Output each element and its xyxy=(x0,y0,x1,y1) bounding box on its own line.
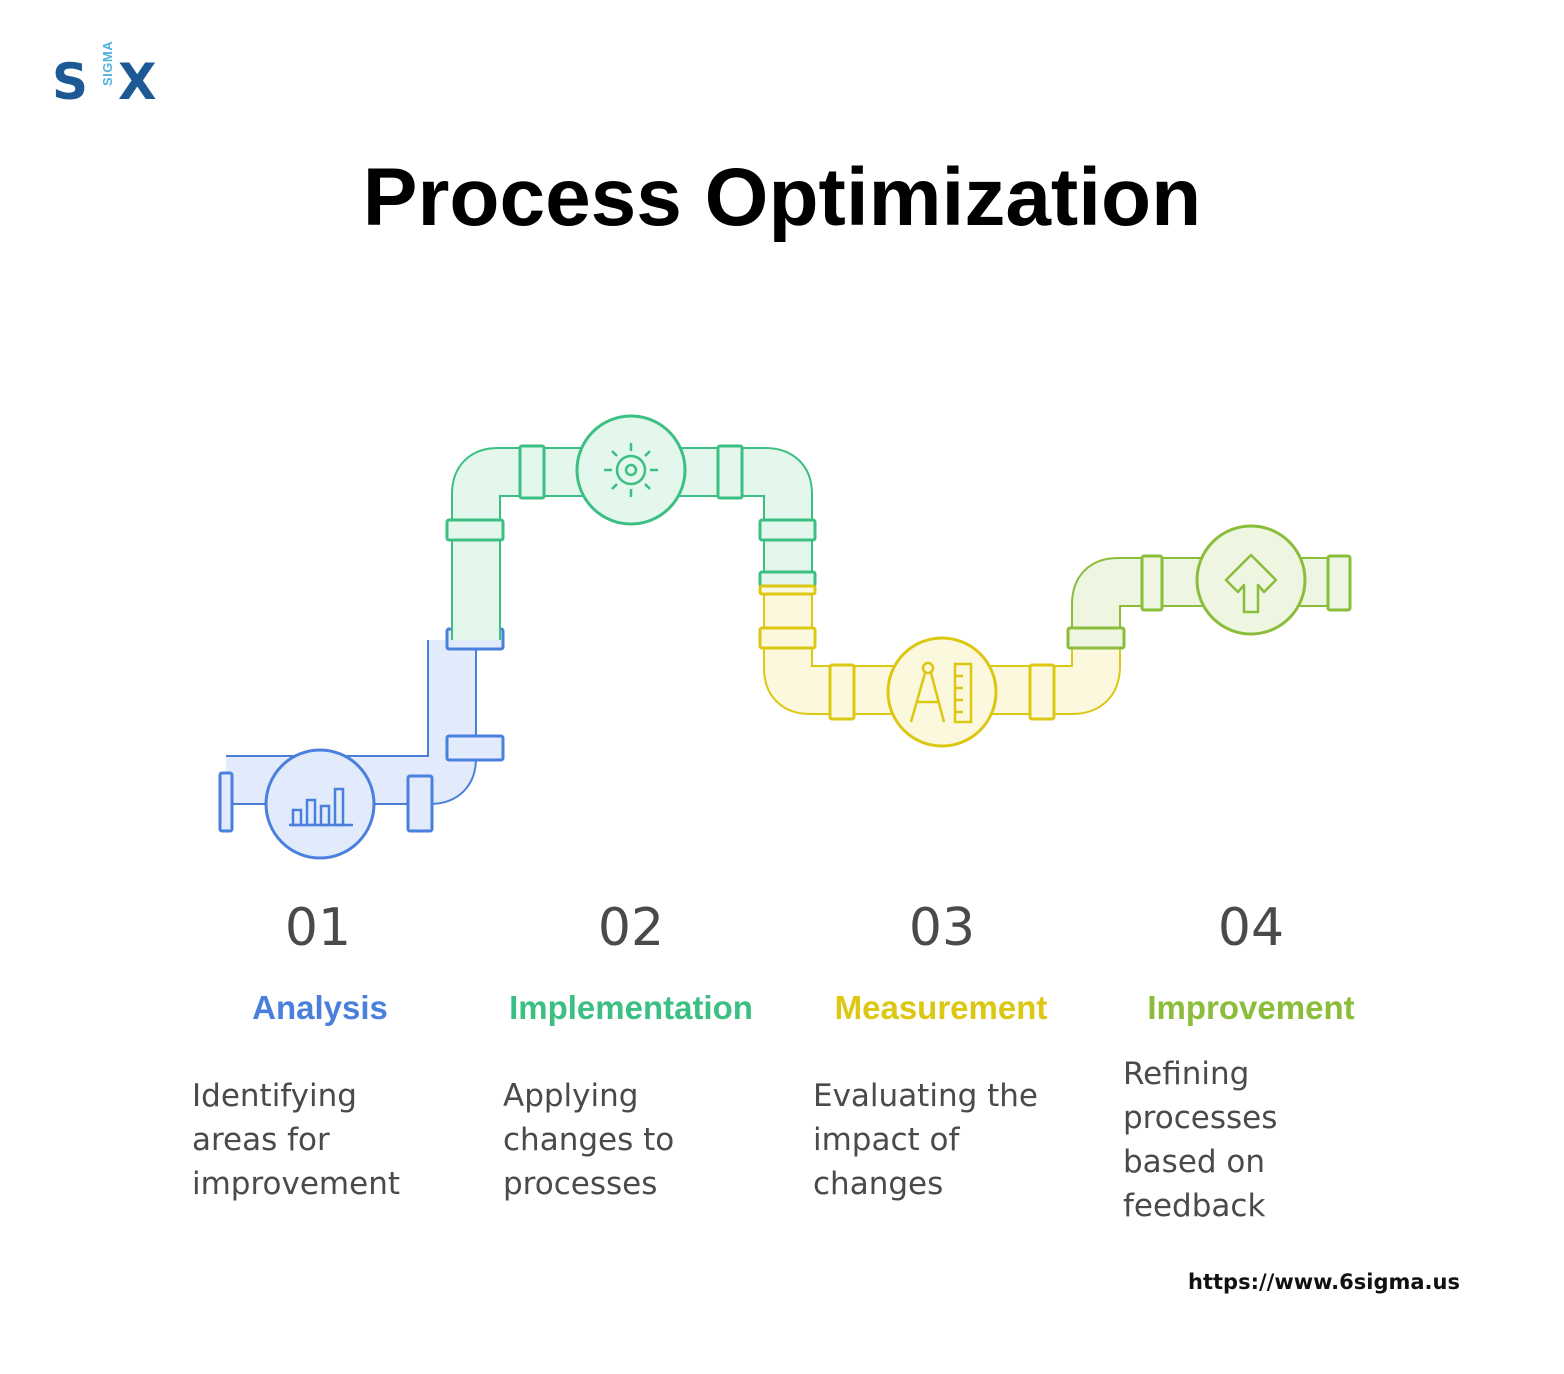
description-line: processes xyxy=(503,1166,658,1202)
description-line: Identifying xyxy=(192,1078,357,1114)
source-url: https://www.6sigma.us xyxy=(1188,1270,1460,1294)
description-line: changes to xyxy=(503,1122,675,1158)
step-description-measurement: Evaluating the impact of changes xyxy=(813,1074,1063,1206)
description-line: areas for xyxy=(192,1122,330,1158)
description-line: based on xyxy=(1123,1144,1266,1180)
step-heading-implementation: Implementation xyxy=(509,989,753,1026)
step-number-01: 01 xyxy=(284,898,352,958)
step-heading-analysis: Analysis xyxy=(252,989,388,1026)
arrow-up-icon xyxy=(1224,553,1278,614)
description-line: feedback xyxy=(1123,1188,1266,1224)
description-line: changes xyxy=(813,1166,944,1202)
pipe-segment-improvement xyxy=(1066,524,1352,650)
description-line: processes xyxy=(1123,1100,1278,1136)
step-number-04: 04 xyxy=(1217,898,1285,958)
logo-s: S xyxy=(52,53,89,111)
description-line: Applying xyxy=(503,1078,639,1114)
step-description-analysis: Identifying areas for improvement xyxy=(192,1074,442,1206)
pipe-segment-implementation xyxy=(445,414,817,640)
logo-x: X xyxy=(118,53,157,111)
step-number-03: 03 xyxy=(908,898,976,958)
step-description-improvement: Refining processes based on feedback xyxy=(1123,1052,1373,1228)
step-heading-improvement: Improvement xyxy=(1147,989,1355,1026)
description-line: Evaluating the xyxy=(813,1078,1039,1114)
step-number-02: 02 xyxy=(597,898,665,958)
compass-ruler-icon xyxy=(909,661,973,724)
pipe-segment-analysis xyxy=(218,627,505,860)
description-line: impact of xyxy=(813,1122,960,1158)
bar-chart-icon xyxy=(289,787,353,827)
step-heading-measurement: Measurement xyxy=(834,989,1048,1026)
gear-icon xyxy=(604,443,658,497)
description-line: improvement xyxy=(192,1166,401,1202)
sixsigma-logo: S SIGMA X xyxy=(52,41,167,114)
description-line: Refining xyxy=(1123,1056,1250,1092)
page-title: Process Optimization xyxy=(362,152,1202,243)
pipe-segment-measurement xyxy=(758,584,1121,748)
step-description-implementation: Applying changes to processes xyxy=(503,1074,753,1206)
